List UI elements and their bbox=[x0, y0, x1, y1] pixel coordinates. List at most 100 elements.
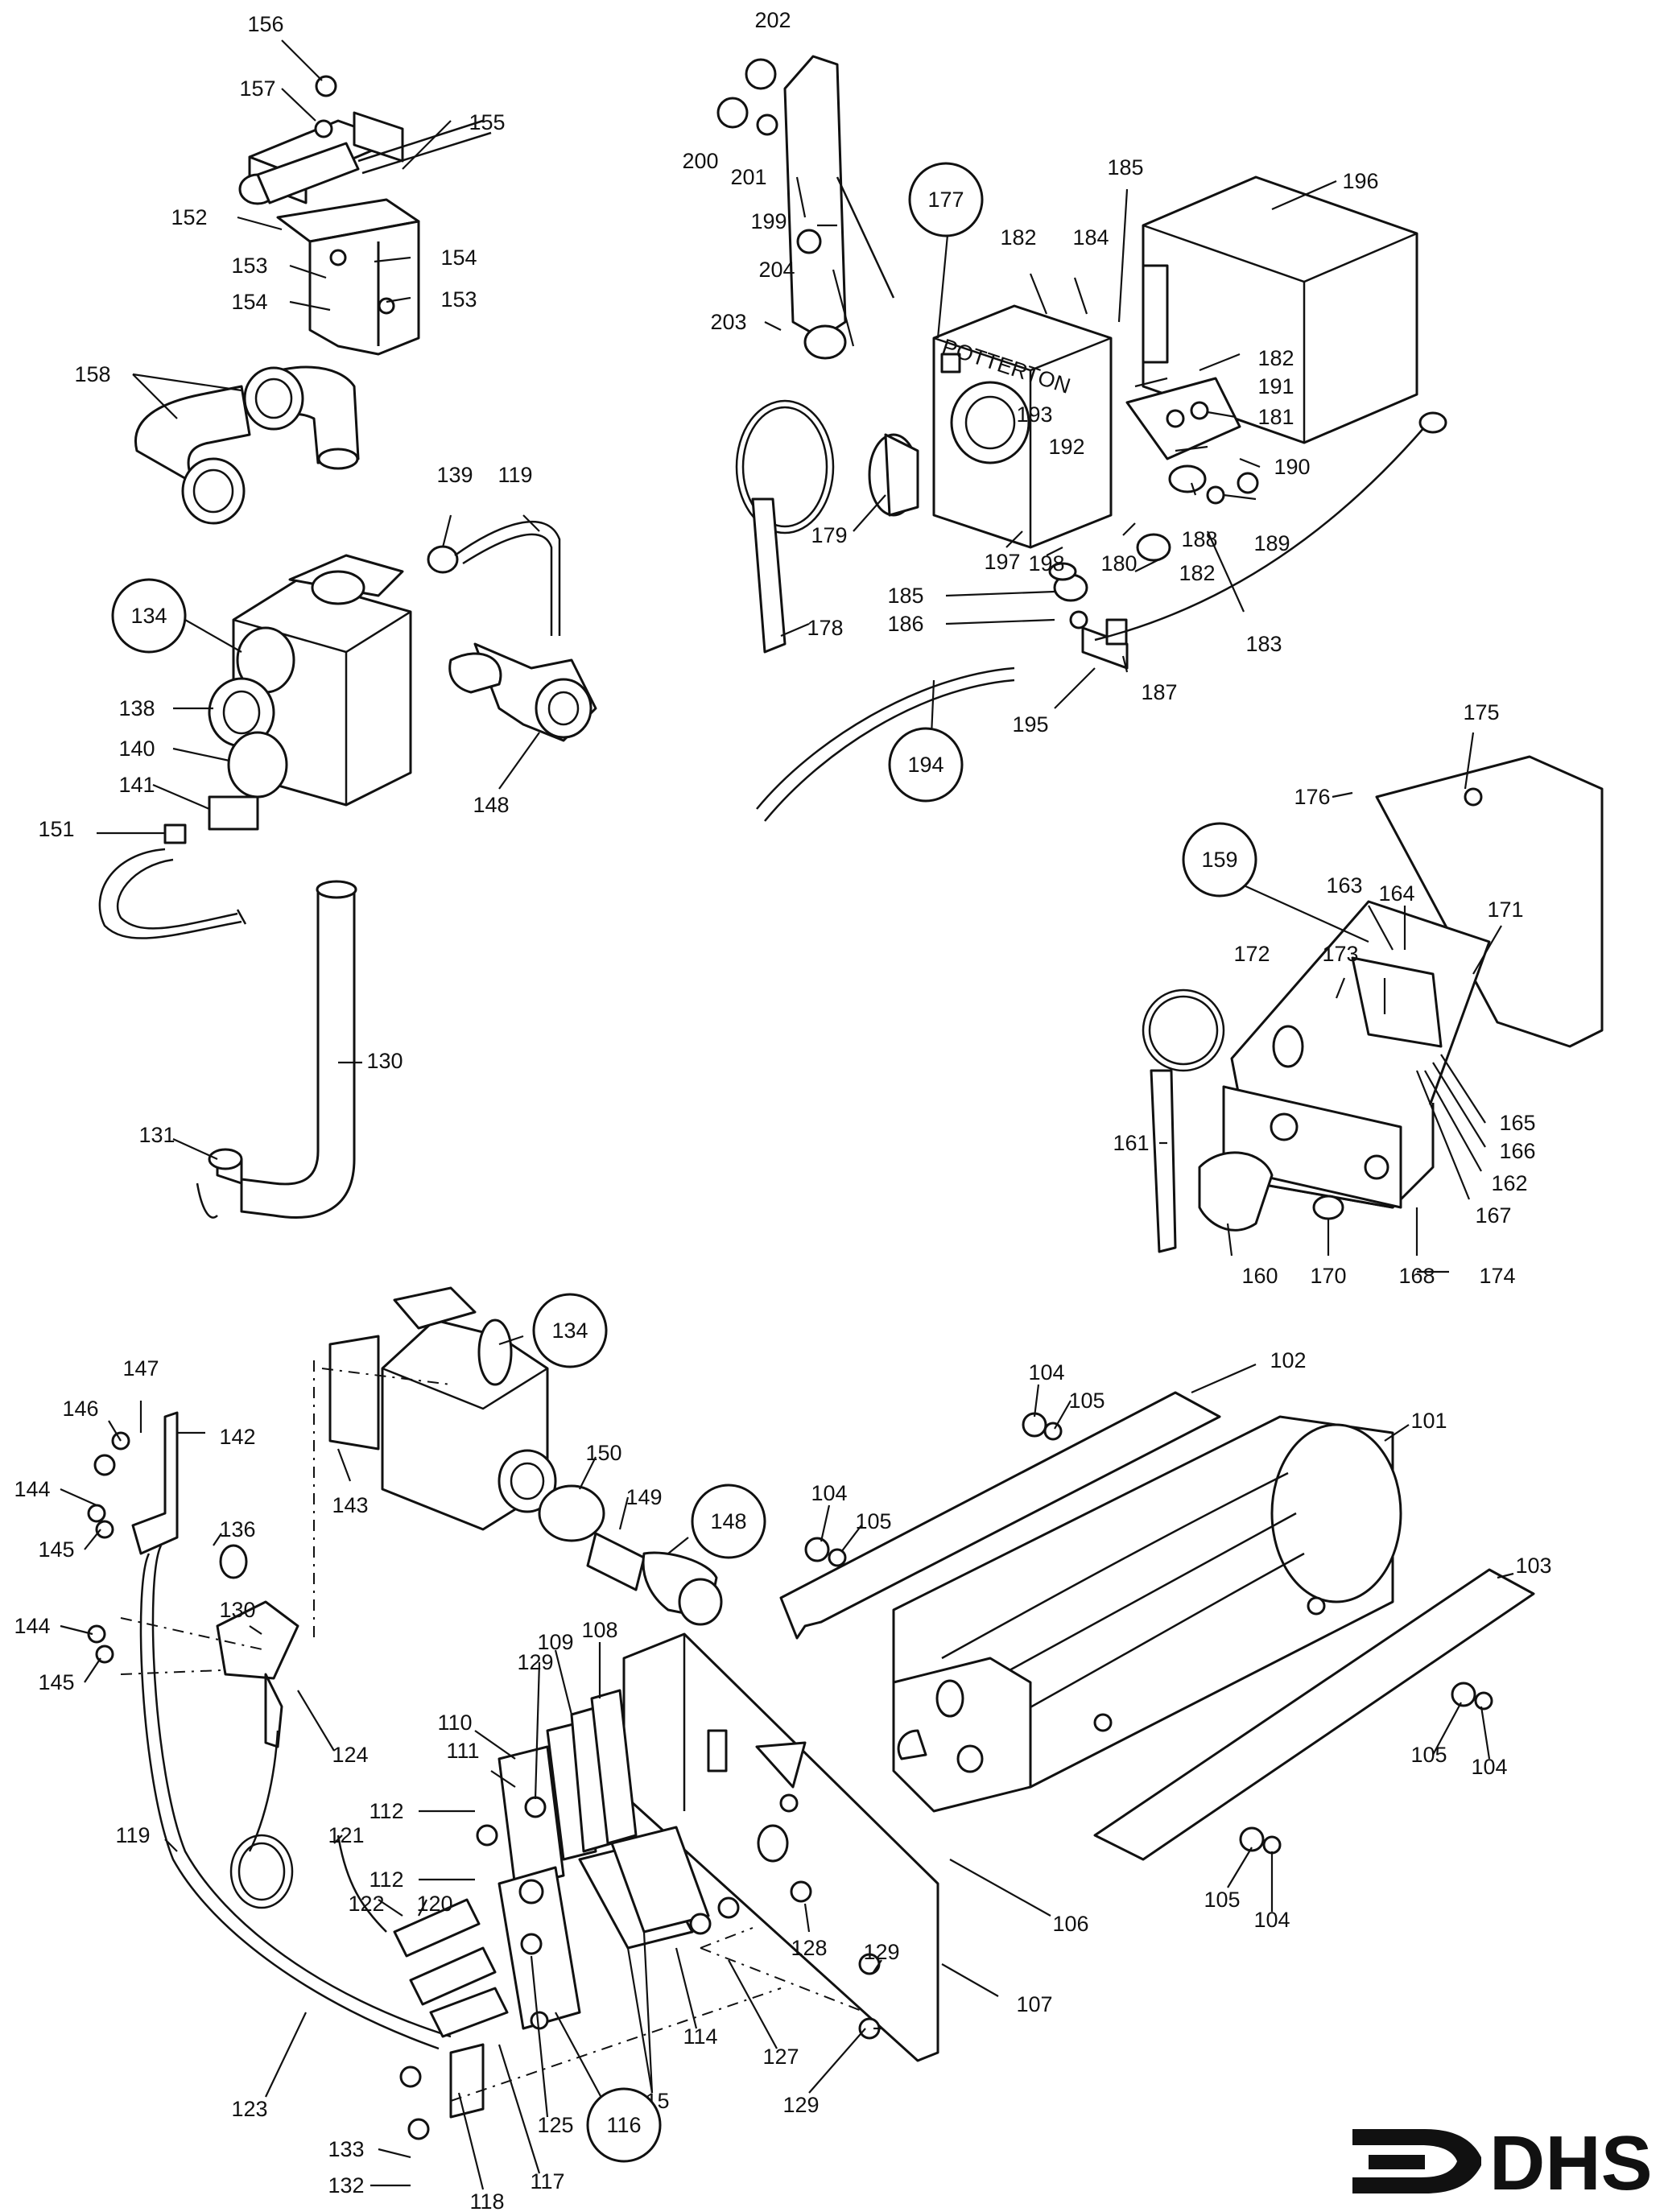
callout-number: 154 bbox=[231, 290, 267, 314]
callout-145a: 145 bbox=[38, 1537, 74, 1562]
callout-194: 194 bbox=[888, 727, 964, 803]
callout-183: 183 bbox=[1245, 632, 1282, 656]
flange-plate bbox=[216, 1544, 299, 1748]
callout-number: 128 bbox=[791, 1936, 827, 1960]
callout-179: 179 bbox=[811, 523, 847, 547]
callout-number: 154 bbox=[440, 246, 477, 270]
callout-number: 141 bbox=[118, 773, 155, 797]
callout-number: 151 bbox=[38, 817, 74, 841]
callout-number: 192 bbox=[1048, 435, 1084, 459]
callout-number: 140 bbox=[118, 737, 155, 761]
callout-number: 191 bbox=[1257, 374, 1294, 398]
callout-number: 183 bbox=[1245, 632, 1282, 656]
callout-number: 118 bbox=[469, 2189, 504, 2212]
callout-106: 106 bbox=[1052, 1912, 1088, 1936]
callout-136: 136 bbox=[219, 1517, 255, 1541]
callout-number: 185 bbox=[1107, 155, 1143, 180]
callout-104b: 104 bbox=[811, 1481, 847, 1505]
callout-number: 176 bbox=[1294, 785, 1330, 809]
callout-number: 129 bbox=[863, 1940, 899, 1964]
callout-161: 161 bbox=[1113, 1131, 1149, 1155]
callout-144b: 144 bbox=[14, 1614, 50, 1638]
callout-number: 173 bbox=[1322, 942, 1358, 966]
callout-174: 174 bbox=[1479, 1264, 1515, 1288]
callout-170: 170 bbox=[1310, 1264, 1346, 1288]
callout-198: 198 bbox=[1028, 551, 1064, 576]
callout-number: 162 bbox=[1491, 1171, 1527, 1195]
callout-number: 182 bbox=[1179, 561, 1215, 585]
callout-number: 129 bbox=[517, 1650, 553, 1674]
callout-number: 120 bbox=[416, 1892, 452, 1916]
callout-132: 132 bbox=[328, 2173, 364, 2198]
callout-number: 190 bbox=[1274, 455, 1310, 479]
callout-102: 102 bbox=[1270, 1348, 1306, 1372]
pipe-union-fittings bbox=[538, 1484, 723, 1626]
callout-120: 120 bbox=[416, 1892, 452, 1916]
callout-number: 105 bbox=[1410, 1743, 1447, 1767]
wiring-loom bbox=[756, 411, 1447, 822]
callout-202: 202 bbox=[754, 8, 791, 32]
callout-number: 134 bbox=[551, 1319, 588, 1343]
callout-156: 156 bbox=[247, 12, 283, 36]
callout-191: 191 bbox=[1257, 374, 1294, 398]
callout-182a: 182 bbox=[1000, 225, 1036, 250]
callout-111: 111 bbox=[446, 1739, 479, 1763]
callout-155: 155 bbox=[469, 110, 505, 134]
callout-160: 160 bbox=[1241, 1264, 1278, 1288]
callout-110: 110 bbox=[437, 1711, 472, 1735]
callout-number: 138 bbox=[118, 696, 155, 720]
callout-number: 130 bbox=[366, 1049, 403, 1073]
callout-number: 104 bbox=[811, 1481, 847, 1505]
callout-159: 159 bbox=[1182, 822, 1257, 898]
callout-203: 203 bbox=[710, 310, 746, 334]
callout-number: 158 bbox=[74, 362, 110, 386]
callout-154a: 154 bbox=[440, 246, 477, 270]
callout-number: 142 bbox=[219, 1425, 255, 1449]
callout-number: 144 bbox=[14, 1477, 50, 1501]
gas-valve-upper bbox=[208, 554, 412, 831]
pilot-burner-assembly bbox=[238, 75, 492, 356]
callout-number: 189 bbox=[1253, 531, 1290, 555]
side-bracket bbox=[87, 1411, 179, 1664]
callout-189: 189 bbox=[1253, 531, 1290, 555]
callout-196: 196 bbox=[1342, 169, 1378, 193]
callout-164: 164 bbox=[1378, 881, 1414, 906]
terminal-block bbox=[1125, 377, 1259, 562]
callout-104d: 104 bbox=[1253, 1908, 1290, 1932]
callout-number: 174 bbox=[1479, 1264, 1515, 1288]
callout-197: 197 bbox=[984, 550, 1020, 574]
callout-171: 171 bbox=[1487, 898, 1523, 922]
sight-glass-stack bbox=[498, 1689, 710, 2030]
callout-134a: 134 bbox=[111, 578, 187, 654]
callout-128: 128 bbox=[791, 1936, 827, 1960]
callout-190: 190 bbox=[1274, 455, 1310, 479]
callout-182b: 182 bbox=[1257, 346, 1294, 370]
callout-165: 165 bbox=[1499, 1111, 1535, 1135]
callout-number: 124 bbox=[332, 1743, 368, 1767]
callout-number: 175 bbox=[1463, 700, 1499, 724]
callout-number: 177 bbox=[927, 188, 964, 212]
callout-number: 108 bbox=[581, 1618, 617, 1642]
callout-173: 173 bbox=[1322, 942, 1358, 966]
callout-185b: 185 bbox=[887, 584, 923, 608]
callout-123: 123 bbox=[231, 2097, 267, 2121]
callout-130b: 130 bbox=[219, 1598, 255, 1622]
callout-129a: 129 bbox=[517, 1650, 553, 1674]
callout-number: 114 bbox=[683, 2024, 717, 2049]
callout-number: 204 bbox=[758, 258, 795, 282]
callout-circle bbox=[586, 2087, 662, 2163]
callout-number: 153 bbox=[440, 287, 477, 312]
callout-number: 148 bbox=[710, 1509, 746, 1533]
callout-number: 179 bbox=[811, 523, 847, 547]
callout-186: 186 bbox=[887, 612, 923, 636]
screws-lower bbox=[476, 1793, 881, 2040]
callout-105a: 105 bbox=[1068, 1389, 1105, 1413]
callout-192: 192 bbox=[1048, 435, 1084, 459]
callout-143: 143 bbox=[332, 1493, 368, 1517]
callout-number: 157 bbox=[239, 76, 275, 101]
callout-number: 125 bbox=[537, 2113, 573, 2137]
callout-number: 186 bbox=[887, 612, 923, 636]
callout-number: 161 bbox=[1113, 1131, 1149, 1155]
callout-number: 187 bbox=[1141, 680, 1177, 704]
